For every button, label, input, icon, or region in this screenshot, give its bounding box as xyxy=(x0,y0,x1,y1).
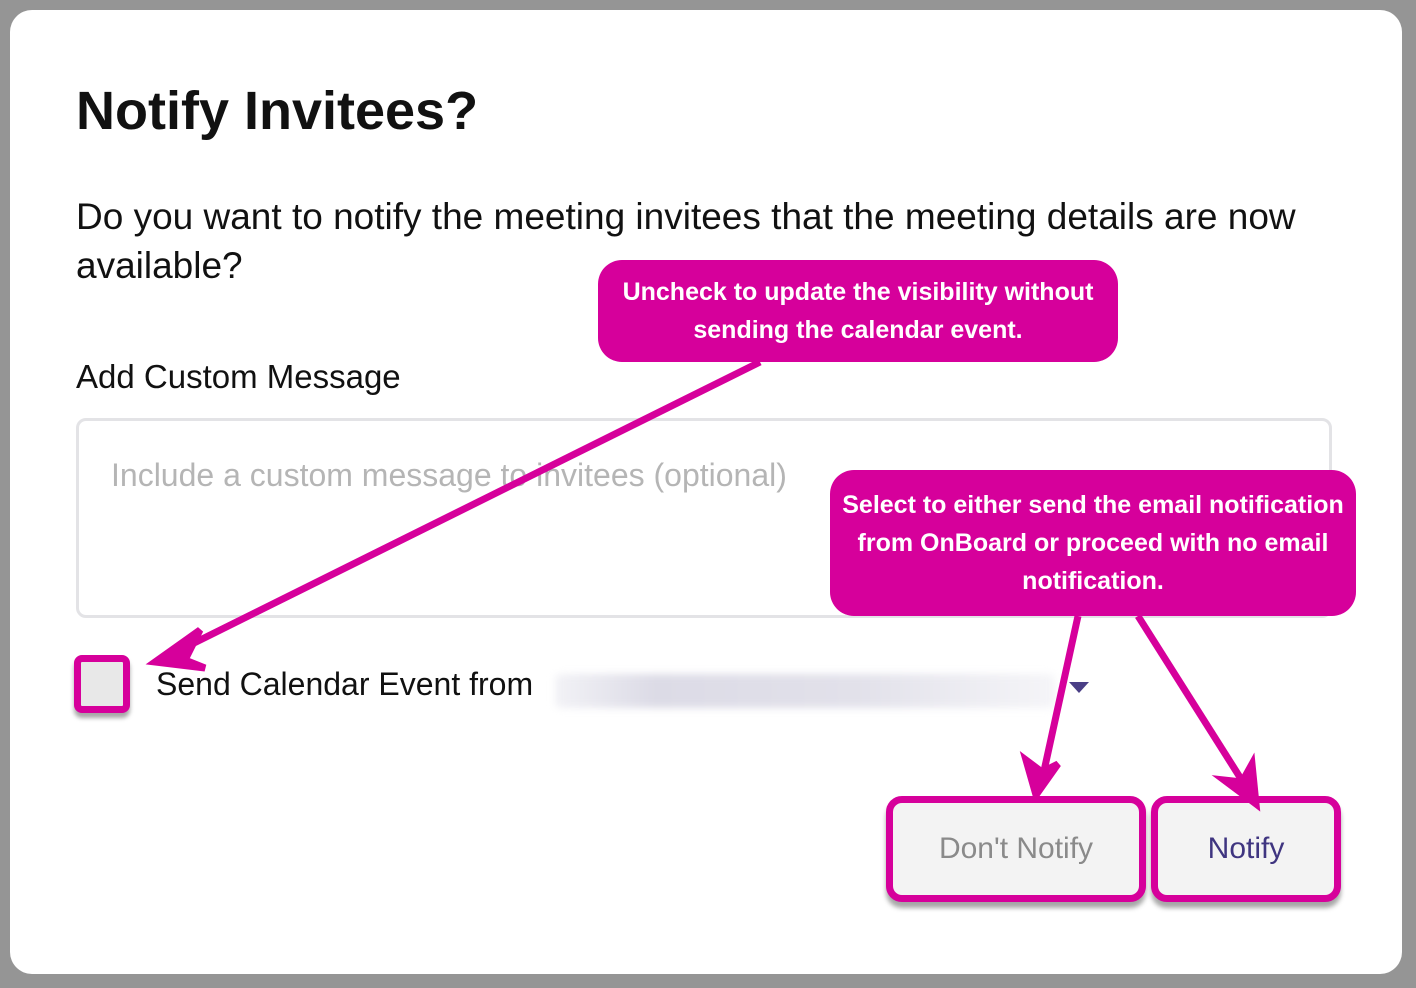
dialog-title: Notify Invitees? xyxy=(76,81,479,141)
buttons-annotation: Select to either send the email notifica… xyxy=(830,470,1356,616)
send-calendar-event-checkbox[interactable] xyxy=(74,655,130,713)
sender-email-select[interactable] xyxy=(555,668,1095,714)
dialog-question: Do you want to notify the meeting invite… xyxy=(76,196,1296,286)
blurred-email xyxy=(555,674,1055,708)
caret-down-icon xyxy=(1069,682,1089,693)
dont-notify-button[interactable]: Don't Notify xyxy=(886,796,1146,902)
custom-message-label: Add Custom Message xyxy=(76,358,401,395)
notify-button[interactable]: Notify xyxy=(1151,796,1341,902)
send-calendar-event-label: Send Calendar Event from xyxy=(156,666,534,702)
checkbox-annotation: Uncheck to update the visibility without… xyxy=(598,260,1118,362)
